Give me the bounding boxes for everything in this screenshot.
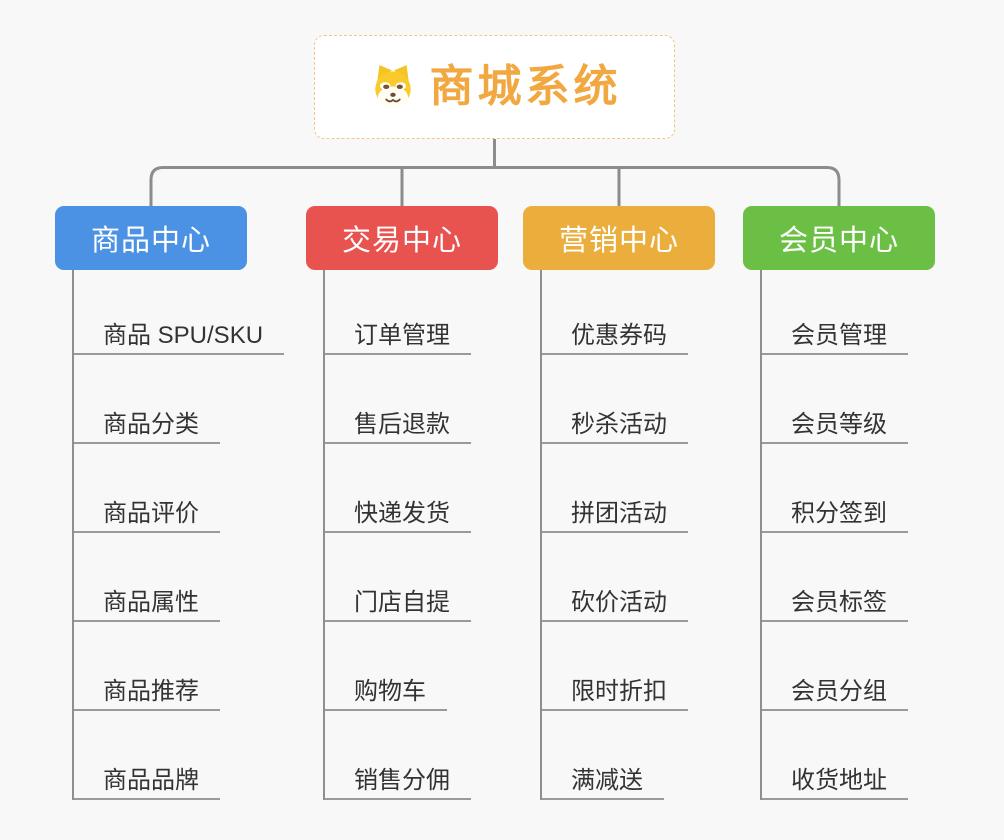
leaf-node[interactable]: 积分签到 [762, 444, 908, 533]
leaf-node[interactable]: 砍价活动 [542, 533, 688, 622]
leaf-node[interactable]: 商品属性 [74, 533, 220, 622]
leaf-node[interactable]: 会员等级 [762, 355, 908, 444]
leaf-node[interactable]: 购物车 [325, 622, 447, 711]
leaf-node[interactable]: 拼团活动 [542, 444, 688, 533]
leaf-node[interactable]: 商品品牌 [74, 711, 220, 800]
leaf-node[interactable]: 收货地址 [762, 711, 908, 800]
leaf-node[interactable]: 会员标签 [762, 533, 908, 622]
dog-face-icon [368, 62, 418, 112]
leaf-node[interactable]: 销售分佣 [325, 711, 471, 800]
leaf-node[interactable]: 秒杀活动 [542, 355, 688, 444]
leaf-node[interactable]: 满减送 [542, 711, 664, 800]
branch-member-center: 会员中心 会员管理会员等级积分签到会员标签会员分组收货地址 [743, 206, 935, 800]
leaf-node[interactable]: 商品评价 [74, 444, 220, 533]
root-node-title: 商城系统 [429, 62, 622, 111]
leaf-node[interactable]: 订单管理 [325, 270, 471, 355]
leaf-node[interactable]: 快递发货 [325, 444, 471, 533]
leaf-node[interactable]: 门店自提 [325, 533, 471, 622]
leaf-node[interactable]: 会员分组 [762, 622, 908, 711]
branch-header-member-center[interactable]: 会员中心 [743, 206, 935, 270]
leaf-node[interactable]: 会员管理 [762, 270, 908, 355]
branch-header-trade-center[interactable]: 交易中心 [306, 206, 498, 270]
branch-header-product-center[interactable]: 商品中心 [55, 206, 247, 270]
branch-trade-center: 交易中心 订单管理售后退款快递发货门店自提购物车销售分佣 [306, 206, 498, 800]
leaf-node[interactable]: 商品分类 [74, 355, 220, 444]
branch-marketing-center: 营销中心 优惠券码秒杀活动拼团活动砍价活动限时折扣满减送 [523, 206, 715, 800]
branch-children: 订单管理售后退款快递发货门店自提购物车销售分佣 [323, 270, 498, 800]
leaf-node[interactable]: 商品推荐 [74, 622, 220, 711]
branch-children: 优惠券码秒杀活动拼团活动砍价活动限时折扣满减送 [540, 270, 715, 800]
root-node[interactable]: 商城系统 [314, 35, 675, 139]
branch-header-marketing-center[interactable]: 营销中心 [523, 206, 715, 270]
leaf-node[interactable]: 限时折扣 [542, 622, 688, 711]
leaf-node[interactable]: 商品 SPU/SKU [74, 270, 285, 355]
leaf-node[interactable]: 优惠券码 [542, 270, 688, 355]
branch-children: 会员管理会员等级积分签到会员标签会员分组收货地址 [760, 270, 935, 800]
branch-rail-line [149, 166, 841, 207]
leaf-node[interactable]: 售后退款 [325, 355, 471, 444]
